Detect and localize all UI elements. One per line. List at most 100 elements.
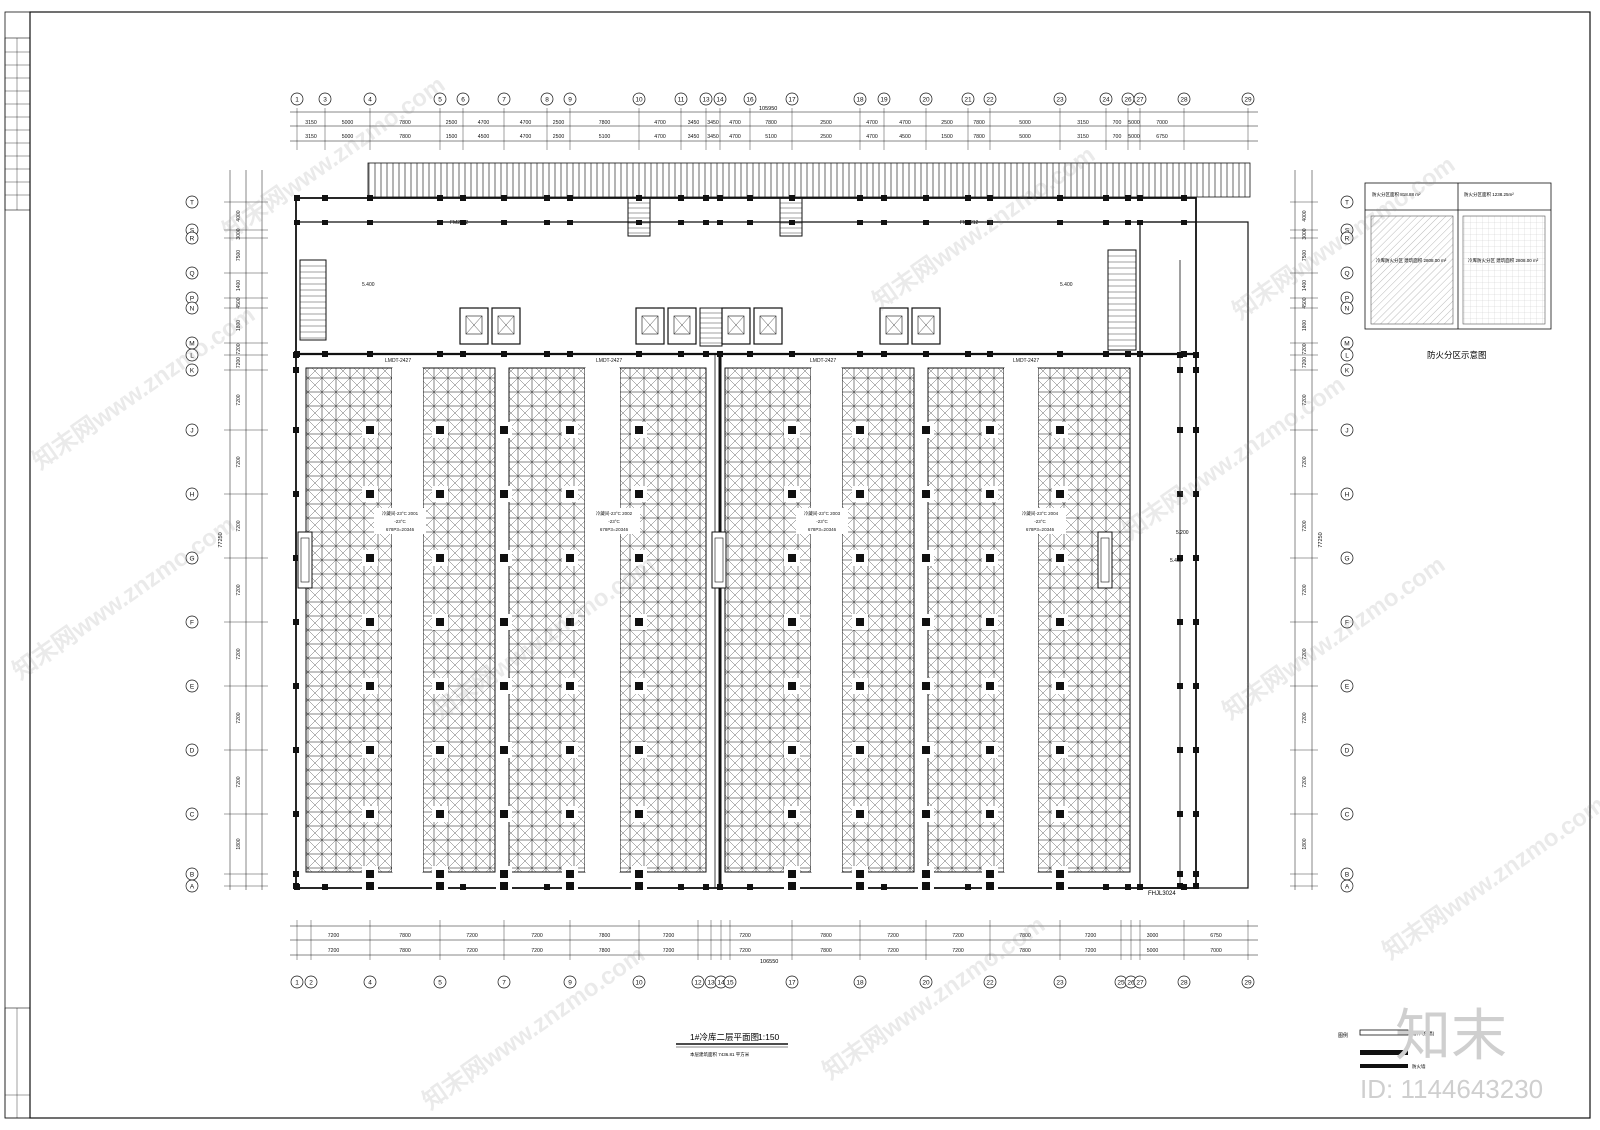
elevator-car bbox=[641, 315, 659, 335]
dim-text-top: 5000 bbox=[1128, 120, 1140, 126]
column bbox=[1181, 195, 1187, 201]
column bbox=[566, 746, 574, 754]
grid-bubble-right bbox=[1340, 195, 1354, 209]
column bbox=[788, 554, 796, 562]
column bbox=[1056, 554, 1064, 562]
dim-text-top: 7800 bbox=[599, 120, 611, 126]
dim-text-top: 5000 bbox=[1019, 120, 1031, 126]
dim-text-top: 5000 bbox=[342, 120, 354, 126]
column bbox=[293, 491, 299, 497]
dim-text-top: 1500 bbox=[446, 134, 458, 140]
grid-label-bottom: 12 bbox=[694, 980, 702, 987]
column bbox=[857, 220, 863, 225]
dim-text-bottom: 7200 bbox=[887, 948, 899, 954]
grid-bubble-left bbox=[185, 487, 199, 501]
grid-label-left: S bbox=[190, 228, 195, 235]
dim-text-top: 3450 bbox=[707, 120, 719, 126]
grid-bubble-left bbox=[185, 551, 199, 565]
grid-bubble-left bbox=[185, 266, 199, 280]
dim-text-top: 4700 bbox=[654, 120, 666, 126]
dim-text-right: 7200 bbox=[1302, 456, 1308, 467]
column bbox=[636, 195, 642, 201]
grid-label-bottom: 26 bbox=[1127, 980, 1135, 987]
column bbox=[1177, 427, 1183, 433]
column bbox=[367, 195, 373, 201]
grid-bubble-right bbox=[1340, 879, 1354, 893]
column bbox=[293, 871, 299, 877]
column bbox=[986, 882, 994, 890]
elevator-car bbox=[673, 315, 691, 335]
dim-text-bottom: 7200 bbox=[328, 933, 340, 939]
column bbox=[922, 554, 930, 562]
column bbox=[293, 811, 299, 817]
grid-label-top: 23 bbox=[1056, 97, 1064, 104]
dim-text-bottom: 7800 bbox=[599, 948, 611, 954]
dim-text-top: 4700 bbox=[654, 134, 666, 140]
dim-text-top: 4700 bbox=[866, 134, 878, 140]
column bbox=[501, 351, 507, 357]
watermark-diag: 知末网www.znzmo.com bbox=[418, 941, 650, 1115]
column bbox=[717, 195, 723, 201]
column bbox=[856, 746, 864, 754]
grid-bubble-right bbox=[1340, 807, 1354, 821]
column bbox=[500, 490, 508, 498]
column bbox=[1193, 367, 1199, 373]
column bbox=[678, 351, 684, 357]
column bbox=[460, 351, 466, 357]
grid-label-bottom: 13 bbox=[707, 980, 715, 987]
column bbox=[500, 870, 508, 878]
column bbox=[856, 618, 864, 626]
dim-text-top: 5000 bbox=[342, 134, 354, 140]
column bbox=[856, 554, 864, 562]
column bbox=[566, 682, 574, 690]
dimension-lines: 3150315050005000780078002500150047004500… bbox=[218, 108, 1324, 960]
title-strip-bottom bbox=[4, 1007, 31, 1119]
column bbox=[703, 351, 709, 357]
column bbox=[1177, 352, 1183, 358]
column bbox=[1177, 883, 1183, 889]
elevator-car bbox=[465, 315, 483, 335]
grid-label-bottom: 29 bbox=[1244, 980, 1252, 987]
column bbox=[437, 220, 443, 225]
column bbox=[436, 810, 444, 818]
dim-text-top: 7800 bbox=[765, 120, 777, 126]
grid-label-left: N bbox=[190, 306, 195, 313]
column bbox=[678, 884, 684, 890]
dim-text-left: 7200 bbox=[236, 343, 242, 354]
column bbox=[923, 195, 929, 201]
dim-text-right: 7200 bbox=[1302, 394, 1308, 405]
elevator-shaft bbox=[721, 307, 751, 345]
dim-text-top: 4500 bbox=[478, 134, 490, 140]
column bbox=[436, 490, 444, 498]
grid-bubble-right bbox=[1340, 551, 1354, 565]
column bbox=[436, 882, 444, 890]
grid-label-bottom: 2 bbox=[309, 980, 313, 987]
grid-label-top: 17 bbox=[788, 97, 796, 104]
drawing-scale: 1:150 bbox=[758, 1032, 780, 1042]
column bbox=[1177, 747, 1183, 753]
grid-bubble-right bbox=[1340, 348, 1354, 362]
title-strip-box bbox=[4, 1007, 31, 1119]
elevator-shaft bbox=[491, 307, 521, 345]
dim-text-bottom: 5000 bbox=[1147, 948, 1159, 954]
column bbox=[1193, 427, 1199, 433]
dim-text-top: 3450 bbox=[688, 134, 700, 140]
title-strip-box bbox=[4, 37, 31, 211]
aisle bbox=[585, 368, 620, 872]
column bbox=[460, 884, 466, 890]
elevator-mark bbox=[641, 315, 659, 335]
column bbox=[501, 195, 507, 201]
column bbox=[922, 682, 930, 690]
column bbox=[986, 426, 994, 434]
dim-text-bottom: 6750 bbox=[1210, 933, 1222, 939]
door-tag: 5.400 bbox=[362, 282, 375, 288]
column bbox=[460, 195, 466, 201]
column bbox=[881, 195, 887, 201]
dim-text-bottom: 7200 bbox=[663, 933, 675, 939]
room-temp: -23°C bbox=[1034, 519, 1046, 524]
grid-bubble-bottom bbox=[723, 975, 737, 989]
legend-item-2: 防火墙 bbox=[1412, 1063, 1426, 1070]
dim-text-bottom: 7200 bbox=[887, 933, 899, 939]
grid-label-left: K bbox=[190, 368, 195, 375]
grid-label-top: 10 bbox=[635, 97, 643, 104]
